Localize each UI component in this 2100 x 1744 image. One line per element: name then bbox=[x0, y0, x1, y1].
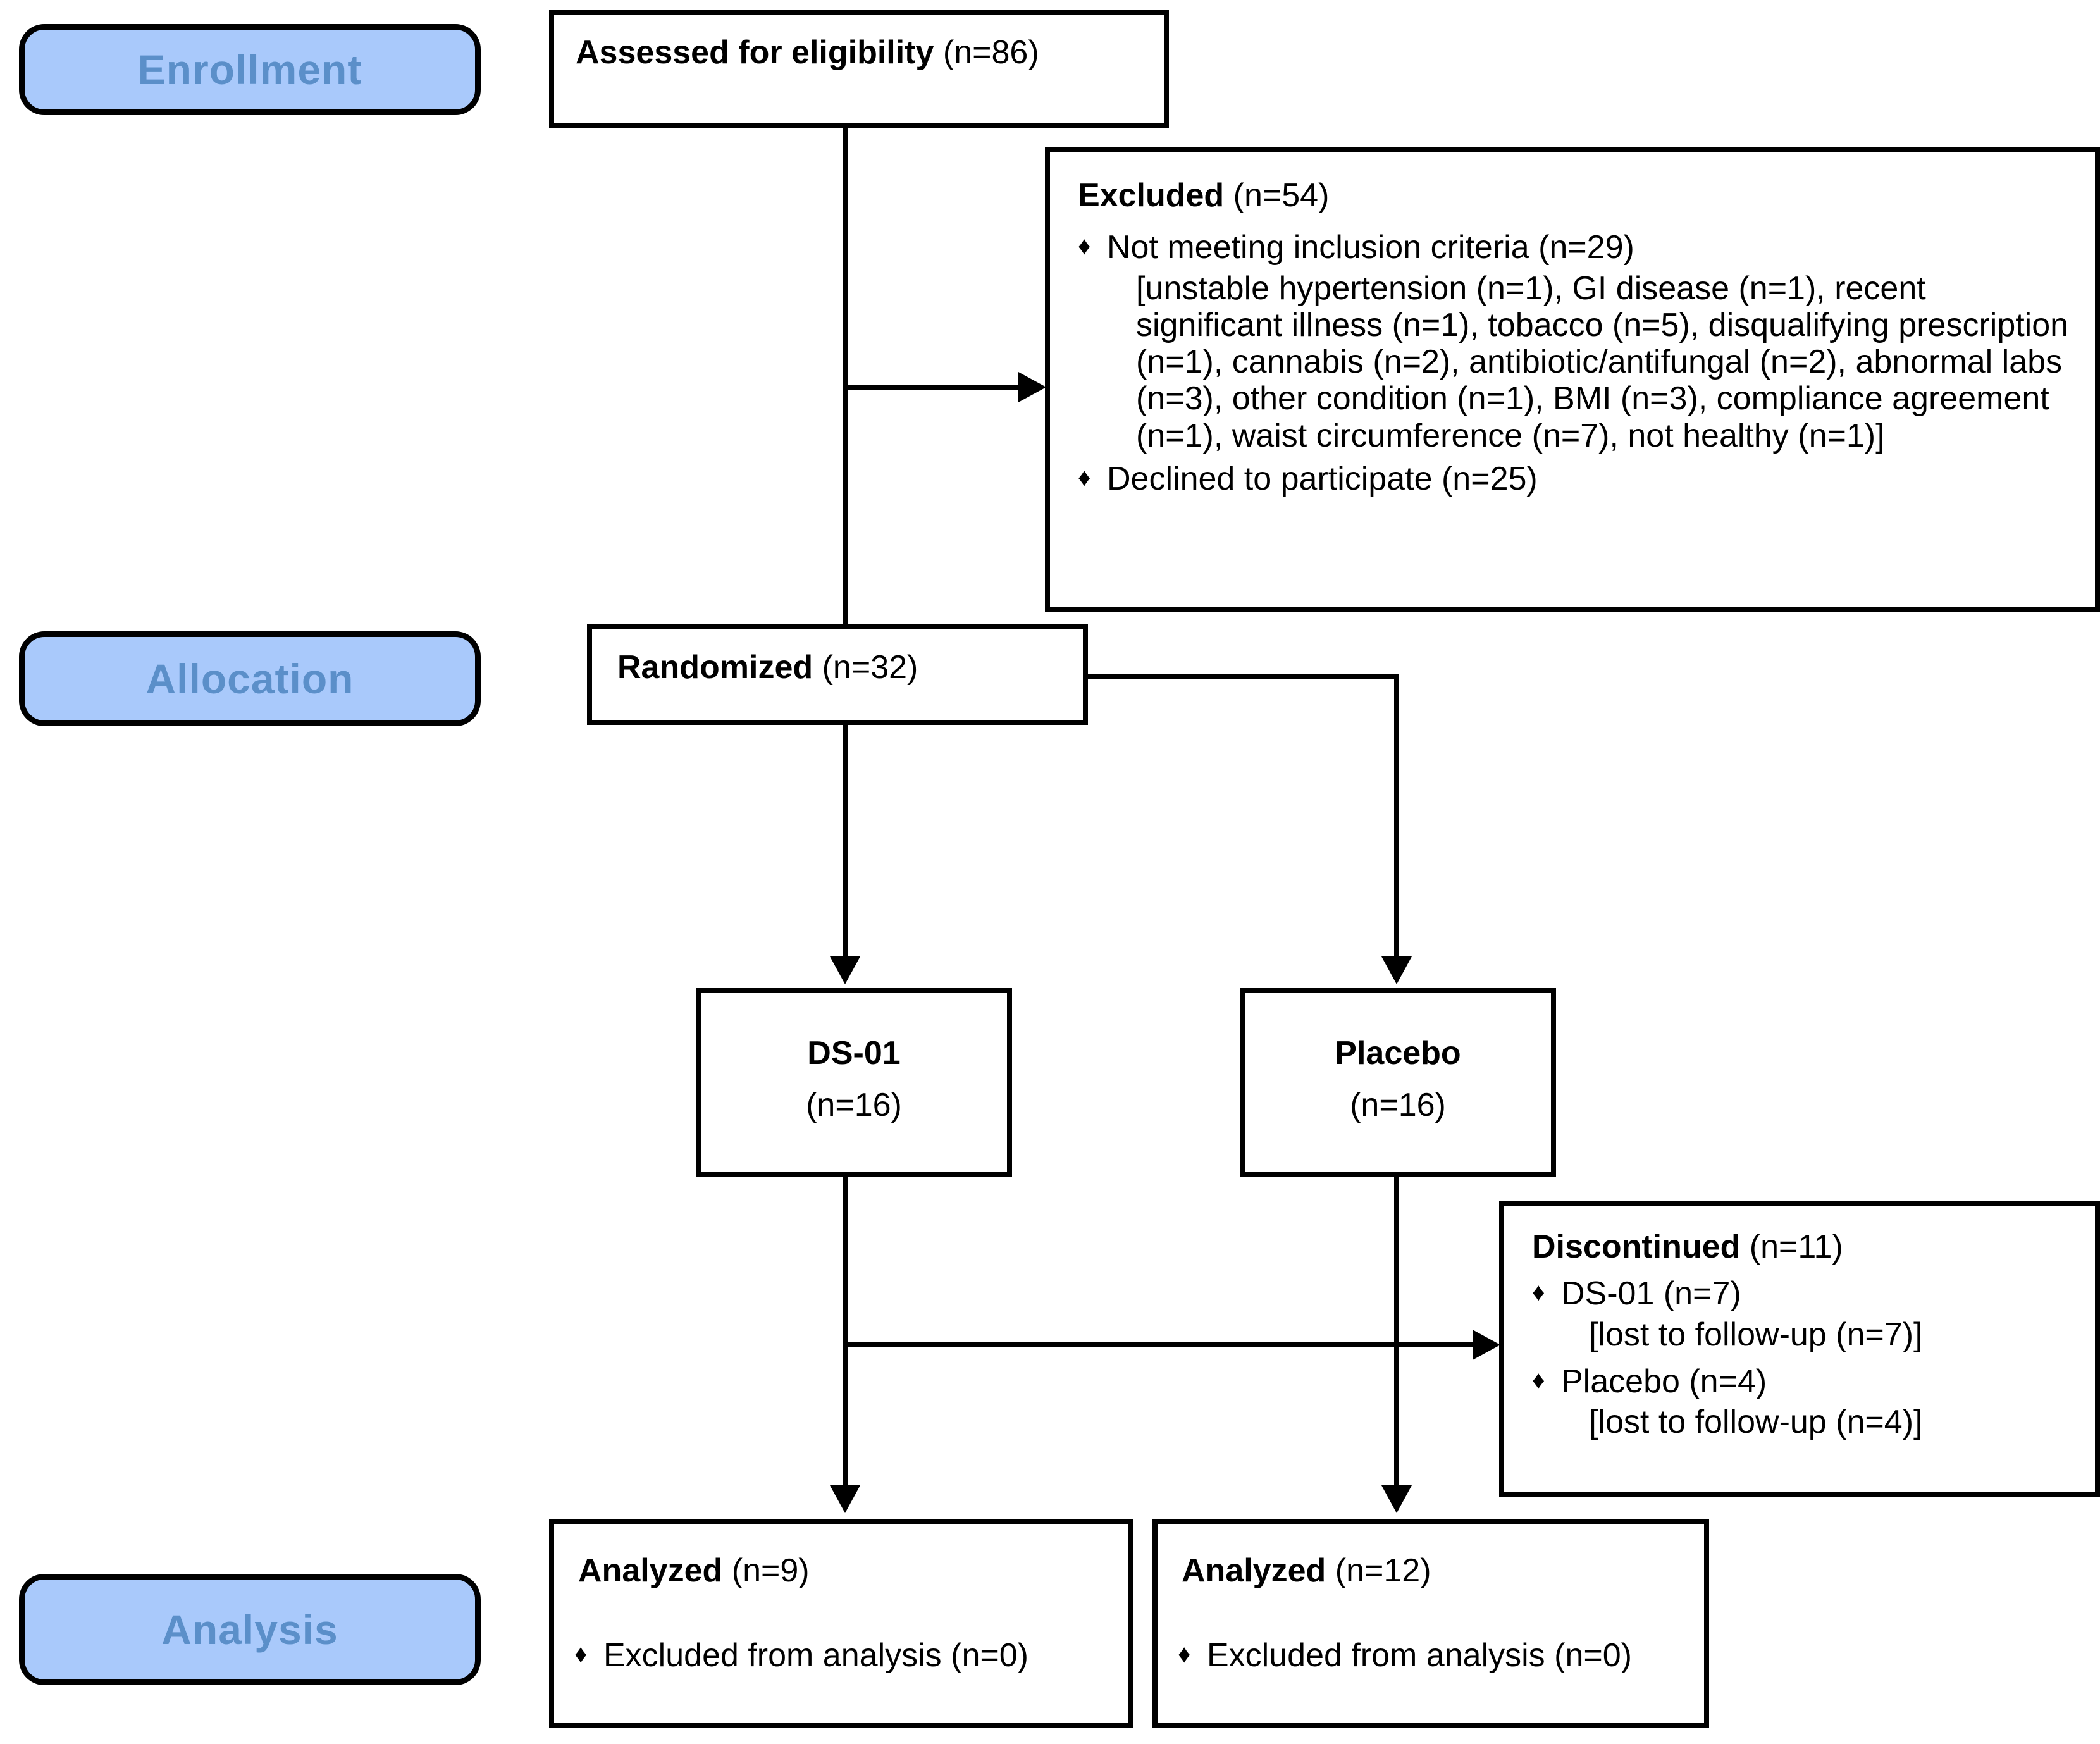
box-analyzed-placebo: Analyzed (n=12) ♦ Excluded from analysis… bbox=[1152, 1519, 1709, 1728]
analyzed-0-label: Analyzed bbox=[578, 1552, 723, 1589]
randomized-count: (n=32) bbox=[822, 649, 918, 686]
excluded-title: Excluded bbox=[1078, 177, 1225, 214]
excluded-item-0-detail: [unstable hypertension (n=1), GI disease… bbox=[1136, 269, 2069, 454]
analyzed-1-label: Analyzed bbox=[1182, 1552, 1326, 1589]
arm-0-name: DS-01 bbox=[807, 1035, 901, 1072]
discontinued-item-0-label: DS-01 (n=7) bbox=[1561, 1275, 1741, 1313]
discontinued-heading: Discontinued (n=11) bbox=[1532, 1228, 2080, 1265]
arrowhead-to-placebo bbox=[1381, 956, 1412, 984]
analyzed-0-count: (n=9) bbox=[731, 1552, 810, 1589]
stage-label-analysis: Analysis bbox=[19, 1574, 481, 1685]
analyzed-0-excluded-note: Excluded from analysis (n=0) bbox=[603, 1637, 1028, 1674]
discontinued-item-1: ♦ Placebo (n=4) bbox=[1532, 1362, 2080, 1401]
arm-1-name: Placebo bbox=[1335, 1035, 1461, 1072]
discontinued-count: (n=11) bbox=[1749, 1228, 1843, 1265]
box-discontinued: Discontinued (n=11) ♦ DS-01 (n=7) [lost … bbox=[1499, 1201, 2100, 1497]
excluded-count: (n=54) bbox=[1233, 177, 1330, 214]
box-analyzed-ds01: Analyzed (n=9) ♦ Excluded from analysis … bbox=[549, 1519, 1133, 1728]
arrowhead-to-ds01 bbox=[830, 956, 860, 984]
box-randomized: Randomized (n=32) bbox=[587, 624, 1088, 725]
discontinued-item-1-label: Placebo (n=4) bbox=[1561, 1363, 1767, 1400]
arrowhead-placebo-to-analyzed bbox=[1381, 1485, 1412, 1513]
connector-randomized-to-placebo-vertical bbox=[1394, 674, 1399, 959]
analyzed-1-count: (n=12) bbox=[1335, 1552, 1431, 1589]
bullet-diamond-icon: ♦ bbox=[1078, 463, 1091, 492]
bullet-diamond-icon: ♦ bbox=[1532, 1278, 1545, 1307]
stage-label-allocation: Allocation bbox=[19, 631, 481, 726]
analyzed-1-excluded-row: ♦ Excluded from analysis (n=0) bbox=[1178, 1636, 1693, 1675]
stage-label-enrollment: Enrollment bbox=[19, 24, 481, 115]
assessed-label: Assessed for eligibility bbox=[576, 34, 934, 71]
box-arm-ds01: DS-01 (n=16) bbox=[696, 988, 1012, 1177]
randomized-label: Randomized bbox=[617, 649, 813, 686]
stage-label-allocation-text: Allocation bbox=[145, 655, 354, 702]
stage-label-analysis-text: Analysis bbox=[161, 1606, 338, 1653]
assessed-count: (n=86) bbox=[942, 34, 1039, 71]
excluded-item-0: ♦ Not meeting inclusion criteria (n=29) bbox=[1078, 228, 2077, 267]
arrowhead-to-discontinued bbox=[1473, 1330, 1500, 1360]
arm-1-count: (n=16) bbox=[1350, 1087, 1446, 1123]
connector-randomized-to-ds01-vertical bbox=[843, 725, 848, 959]
arrowhead-ds01-to-analyzed bbox=[830, 1485, 860, 1513]
discontinued-item-0: ♦ DS-01 (n=7) bbox=[1532, 1274, 2080, 1313]
stage-label-enrollment-text: Enrollment bbox=[137, 46, 362, 93]
excluded-item-1: ♦ Declined to participate (n=25) bbox=[1078, 459, 2077, 498]
bullet-diamond-icon: ♦ bbox=[1078, 232, 1091, 261]
connector-placebo-to-analyzed bbox=[1394, 1177, 1399, 1487]
excluded-item-0-label: Not meeting inclusion criteria (n=29) bbox=[1107, 229, 1634, 266]
bullet-diamond-icon: ♦ bbox=[574, 1640, 588, 1668]
excluded-heading: Excluded (n=54) bbox=[1078, 177, 2077, 214]
bullet-diamond-icon: ♦ bbox=[1532, 1366, 1545, 1394]
box-excluded: Excluded (n=54) ♦ Not meeting inclusion … bbox=[1045, 147, 2100, 612]
connector-assessed-to-randomized bbox=[843, 128, 848, 624]
connector-arms-to-discontinued bbox=[843, 1342, 1474, 1347]
analyzed-0-excluded-row: ♦ Excluded from analysis (n=0) bbox=[574, 1636, 1117, 1675]
discontinued-title: Discontinued bbox=[1532, 1228, 1741, 1265]
discontinued-item-1-detail: [lost to follow-up (n=4)] bbox=[1589, 1404, 1923, 1441]
connector-ds01-to-analyzed bbox=[843, 1177, 848, 1487]
arm-0-count: (n=16) bbox=[806, 1087, 902, 1123]
box-assessed-for-eligibility: Assessed for eligibility (n=86) bbox=[549, 10, 1169, 128]
excluded-item-1-label: Declined to participate (n=25) bbox=[1107, 460, 1538, 497]
connector-assessed-to-excluded bbox=[843, 385, 1020, 390]
bullet-diamond-icon: ♦ bbox=[1178, 1640, 1191, 1668]
box-arm-placebo: Placebo (n=16) bbox=[1240, 988, 1556, 1177]
discontinued-item-0-detail: [lost to follow-up (n=7)] bbox=[1589, 1316, 1923, 1353]
arrowhead-to-excluded bbox=[1018, 372, 1046, 402]
connector-randomized-to-placebo-horizontal bbox=[1083, 674, 1399, 679]
analyzed-1-excluded-note: Excluded from analysis (n=0) bbox=[1207, 1637, 1632, 1674]
